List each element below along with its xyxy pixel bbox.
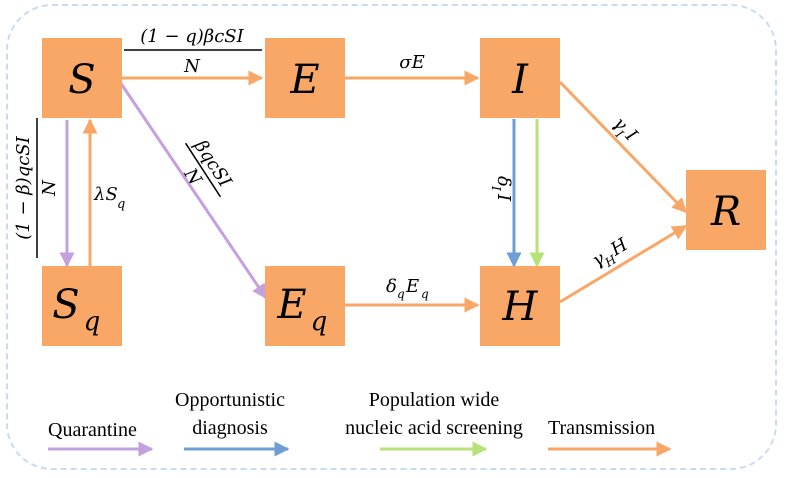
node-s: S [42, 38, 122, 118]
node-h-label: H [502, 284, 539, 330]
rate-e-to-i: σE [399, 52, 424, 73]
rate-s-to-eq: βqcSI N [179, 136, 236, 198]
node-i: I [480, 38, 560, 118]
node-sq-label: S [52, 282, 79, 328]
rate-s-to-e: (1 − q)βcSI N [124, 26, 262, 77]
rate-i-to-h-tail: I [493, 193, 514, 202]
arrow-h-to-r [559, 224, 688, 304]
rate-s-to-sq: (1 − β)qcSI N [13, 118, 60, 258]
legend-transmission: Transmission [548, 417, 672, 457]
legend-quarantine: Quarantine [48, 419, 154, 457]
node-eq-sub: q [311, 307, 328, 337]
node-sq: S q [42, 266, 122, 346]
diagram-frame [6, 4, 777, 470]
legend-transmission-label: Transmission [548, 417, 655, 439]
rate-eq-to-h: δ q E q [386, 276, 429, 301]
legend-opportunistic-line2: diagnosis [192, 417, 268, 439]
rate-eq-to-h-tail-sub: q [421, 287, 429, 301]
node-e-label: E [289, 57, 319, 103]
rate-s-to-sq-numerator: (1 − β)qcSI [13, 135, 34, 239]
node-eq: E q [265, 266, 345, 346]
rate-sq-to-s: λS q [93, 184, 125, 212]
rate-i-to-h: δ I I [489, 176, 514, 202]
legend-quarantine-label: Quarantine [48, 419, 137, 441]
legend-opportunistic-line1: Opportunistic [175, 389, 285, 411]
node-i-label: I [511, 57, 529, 103]
rate-eq-to-h-main: δ [386, 276, 397, 297]
rate-i-to-h-sub: I [489, 185, 503, 191]
rate-eq-to-h-sub: q [397, 287, 405, 301]
rate-h-to-r: γ H H [588, 234, 631, 272]
node-s-label: S [68, 57, 95, 103]
rate-s-to-sq-denominator: N [39, 179, 60, 197]
legend-population: Population wide nucleic acid screening [345, 389, 523, 457]
legend-population-line1: Population wide [369, 389, 500, 411]
legend-population-line2: nucleic acid screening [345, 417, 523, 439]
node-sq-sub: q [84, 307, 101, 337]
rate-sq-to-s-sub: q [117, 197, 125, 212]
node-e: E [265, 38, 345, 118]
legend-opportunistic: Opportunistic diagnosis [175, 389, 290, 457]
node-eq-label: E [276, 282, 306, 328]
arrow-i-to-r [558, 80, 688, 214]
node-r-label: R [710, 189, 741, 235]
rate-s-to-e-denominator: N [183, 56, 201, 77]
node-h: H [480, 266, 560, 346]
rate-sq-to-s-main: λS [93, 184, 118, 205]
node-r: R [686, 170, 766, 250]
rate-i-to-r: γ I I [609, 113, 642, 146]
rate-eq-to-h-tail: E [405, 276, 419, 297]
rate-i-to-h-main: δ [493, 176, 514, 187]
rate-s-to-e-numerator: (1 − q)βcSI [140, 26, 244, 47]
arrow-s-to-eq [118, 81, 268, 300]
legend: Quarantine Opportunistic diagnosis Popul… [48, 389, 672, 457]
